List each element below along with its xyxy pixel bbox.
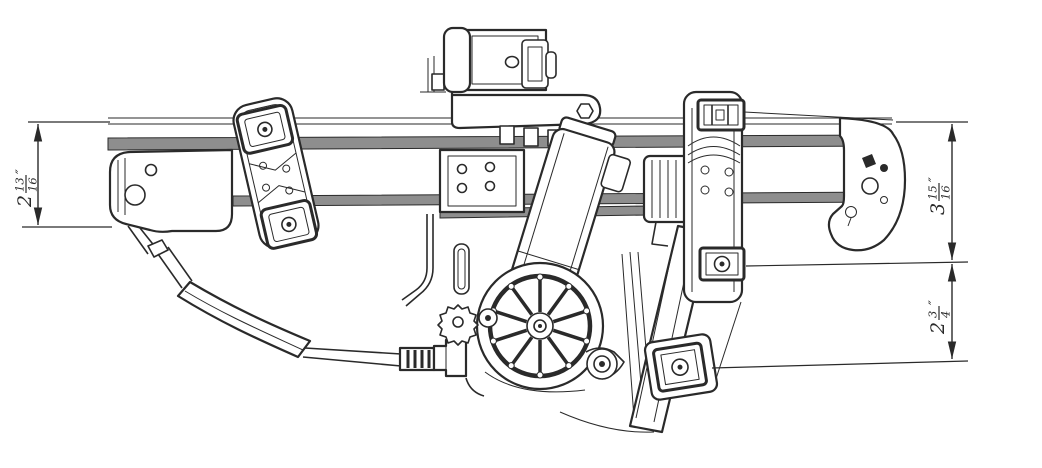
drum-rim-bolts xyxy=(489,273,591,379)
center-mount-plate xyxy=(438,148,526,214)
dimension-left: 2 13 16 ″ xyxy=(13,121,112,228)
dim-left-denominator: 16 xyxy=(26,177,40,192)
dim-label-left: 2 13 16 ″ xyxy=(13,169,40,208)
left-end-bracket xyxy=(108,148,234,255)
dim-right-upper-unit: ″ xyxy=(927,177,942,182)
drive-cable xyxy=(147,239,485,397)
dim-left-numerator: 13 xyxy=(13,177,27,192)
glass-slide-bracket xyxy=(232,97,320,250)
dim-label-right-lower: 2 3 4 ″ xyxy=(926,300,953,335)
dim-right-lower-numerator: 3 xyxy=(926,311,940,318)
dim-right-upper-denominator: 16 xyxy=(939,185,953,200)
dim-left-whole: 2 xyxy=(14,195,36,208)
cable-tension-gear xyxy=(437,304,498,346)
dim-right-lower-denominator: 4 xyxy=(939,311,953,319)
dim-right-upper-whole: 3 xyxy=(927,203,949,215)
dim-left-unit: ″ xyxy=(14,169,29,174)
ribbed-plate xyxy=(642,154,694,247)
dim-label-right-upper: 3 15 16 ″ xyxy=(926,177,953,215)
dim-right-lower-whole: 2 xyxy=(927,322,949,335)
dim-right-upper-numerator: 15 xyxy=(926,185,940,200)
dimension-right-upper: 3 15 16 ″ xyxy=(745,121,969,267)
upper-cable-conduit xyxy=(401,214,434,307)
dimension-right-lower: 2 3 4 ″ xyxy=(711,264,969,369)
rail-end-plate xyxy=(743,111,907,252)
cable-drum xyxy=(475,261,625,393)
rail-slot xyxy=(453,243,470,295)
dim-right-lower-unit: ″ xyxy=(927,300,942,305)
right-rail-bracket xyxy=(682,90,746,304)
bottom-mount-foot xyxy=(643,333,719,401)
